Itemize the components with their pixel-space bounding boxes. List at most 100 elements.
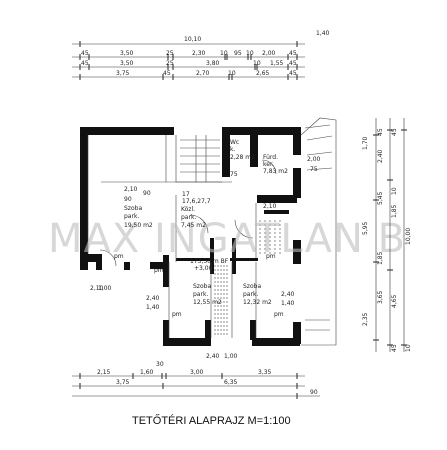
svg-text:park.: park. bbox=[124, 213, 139, 220]
room-szoba-3: Szoba park. 12,32 m2 2,40 1,40 bbox=[243, 283, 295, 307]
svg-text:Fürd.: Fürd. bbox=[263, 154, 278, 161]
svg-text:2,15: 2,15 bbox=[97, 369, 111, 376]
pm-label-5: pm bbox=[274, 311, 284, 318]
drawing-title: TETŐTÉRI ALAPRAJZ M=1:100 bbox=[132, 413, 291, 427]
room-szoba-2: Szoba park. 12,55 m2 2,40 1,40 bbox=[146, 283, 222, 311]
svg-text:Szoba: Szoba bbox=[193, 283, 211, 290]
svg-text:Wc: Wc bbox=[230, 139, 239, 146]
dim-r1-1: 3,50 bbox=[120, 50, 134, 57]
svg-text:park.: park. bbox=[243, 291, 258, 298]
svg-text:12,32 m2: 12,32 m2 bbox=[243, 299, 272, 306]
svg-text:7,45 m2: 7,45 m2 bbox=[181, 222, 206, 229]
dim-r3-0: 3,75 bbox=[116, 70, 130, 77]
dim-r3-2: 2,70 bbox=[196, 70, 210, 77]
svg-text:2,40: 2,40 bbox=[377, 149, 384, 163]
svg-text:45: 45 bbox=[377, 128, 384, 136]
dim-r1-5: 95 bbox=[234, 50, 242, 57]
svg-text:17: 17 bbox=[182, 191, 190, 198]
right-dimensions: 1,70 5,95 2,35 45 2,40 5,45 1,85 3,65 1,… bbox=[362, 118, 412, 352]
pm-label-3: pm bbox=[154, 267, 164, 274]
dim-r2-4: 10 bbox=[253, 60, 261, 67]
svg-text:1,40: 1,40 bbox=[281, 300, 295, 307]
bottom-dimensions: 2,15 1,60 30 3,00 3,35 3,75 6,35 90 bbox=[72, 361, 320, 399]
svg-text:45: 45 bbox=[391, 344, 398, 352]
svg-text:2,35: 2,35 bbox=[362, 312, 369, 326]
pm-label-1: pm bbox=[114, 253, 124, 260]
svg-text:ker.: ker. bbox=[263, 161, 274, 168]
svg-text:10: 10 bbox=[391, 187, 398, 195]
svg-text:2,10: 2,10 bbox=[124, 186, 138, 193]
svg-text:2,40: 2,40 bbox=[146, 295, 160, 302]
dim-r3-3: 10 bbox=[228, 70, 236, 77]
svg-text:1,85: 1,85 bbox=[377, 251, 384, 265]
svg-text:Közl.: Közl. bbox=[181, 206, 195, 213]
height-label: +3,00 bbox=[194, 265, 213, 272]
top-dimensions: 10,10 1,40 45 3,50 25 2,30 10 95 10 2,00… bbox=[72, 30, 330, 80]
pm-label-4: pm bbox=[172, 311, 182, 318]
dim-r3-4: 2,65 bbox=[256, 70, 270, 77]
dim-r2-5: 1,55 bbox=[270, 60, 284, 67]
dim-r2-2: 25 bbox=[166, 60, 174, 67]
dim-r3-5: 45 bbox=[289, 70, 297, 77]
dim-r1-4: 10 bbox=[220, 50, 228, 57]
dim-r2-3: 3,80 bbox=[206, 60, 220, 67]
room-wc: Wc k. 2,28 m2 75 bbox=[230, 139, 255, 178]
dim-r1-3: 2,30 bbox=[192, 50, 206, 57]
svg-text:park.: park. bbox=[193, 291, 208, 298]
svg-text:2,28 m2: 2,28 m2 bbox=[230, 154, 255, 161]
dim-extra-width: 1,40 bbox=[316, 30, 330, 37]
svg-text:1,85: 1,85 bbox=[391, 204, 398, 218]
win-240-label: 2,40 bbox=[206, 353, 220, 360]
dim-total-width: 10,10 bbox=[184, 36, 201, 43]
walls bbox=[80, 127, 301, 346]
svg-text:6,35: 6,35 bbox=[224, 379, 238, 386]
svg-text:3,65: 3,65 bbox=[377, 290, 384, 304]
svg-text:90: 90 bbox=[310, 389, 318, 396]
svg-text:3,75: 3,75 bbox=[116, 379, 130, 386]
svg-text:1,60: 1,60 bbox=[140, 369, 154, 376]
watermark-text: MAX INGATLAN B bbox=[48, 216, 406, 262]
svg-text:1,70: 1,70 bbox=[362, 136, 369, 150]
svg-text:7,83 m2: 7,83 m2 bbox=[263, 168, 288, 175]
dim-r1-2: 25 bbox=[166, 50, 174, 57]
dim-r1-8: 45 bbox=[289, 50, 297, 57]
dim-r2-1: 3,50 bbox=[120, 60, 134, 67]
svg-text:1,40: 1,40 bbox=[146, 304, 160, 311]
svg-text:park.: park. bbox=[181, 214, 196, 221]
win-100-label: 1,00 bbox=[224, 353, 238, 360]
dim-r1-7: 2,00 bbox=[262, 50, 276, 57]
win-90-label: 90 bbox=[143, 190, 151, 197]
svg-text:5,95: 5,95 bbox=[362, 221, 369, 235]
svg-text:3,35: 3,35 bbox=[258, 369, 272, 376]
svg-text:30: 30 bbox=[156, 361, 164, 368]
svg-text:5,45: 5,45 bbox=[377, 191, 384, 205]
svg-text:k.: k. bbox=[230, 146, 235, 153]
svg-text:19,50 m2: 19,50 m2 bbox=[124, 222, 153, 229]
svg-text:10: 10 bbox=[405, 344, 412, 352]
room-kozl: 17 17,6,27,7 Közl. park. 7,45 m2 bbox=[181, 191, 211, 229]
svg-text:12,55 m2: 12,55 m2 bbox=[193, 299, 222, 306]
dim-r3-1: 45 bbox=[163, 70, 171, 77]
dim-r2-6: 45 bbox=[289, 60, 297, 67]
win-left-a: 2,10 bbox=[90, 285, 104, 292]
win-210-label: 2,10 bbox=[263, 203, 277, 210]
room-szoba-1: 2,10 90 Szoba park. 19,50 m2 bbox=[124, 186, 153, 229]
svg-text:90: 90 bbox=[124, 196, 132, 203]
svg-text:17,6,27,7: 17,6,27,7 bbox=[182, 198, 211, 205]
svg-text:Szoba: Szoba bbox=[243, 283, 261, 290]
dim-r2-0: 45 bbox=[81, 60, 89, 67]
svg-text:75: 75 bbox=[310, 166, 318, 173]
svg-text:45: 45 bbox=[391, 128, 398, 136]
svg-text:Szoba: Szoba bbox=[124, 205, 142, 212]
room-furdo: Fürd. ker. 7,83 m2 2,00 75 bbox=[263, 154, 321, 175]
svg-text:75: 75 bbox=[230, 171, 238, 178]
win-left-b: 1,00 bbox=[98, 285, 112, 292]
thin-lines bbox=[87, 117, 337, 346]
annotations: 173,50 m BF +3,00 pm pm pm 90 2,10 2,40 … bbox=[90, 190, 284, 360]
svg-text:10,00: 10,00 bbox=[405, 228, 412, 245]
svg-text:2,40: 2,40 bbox=[281, 291, 295, 298]
dim-r1-6: 10 bbox=[246, 50, 254, 57]
total-area-label: 173,50 m BF bbox=[190, 258, 229, 265]
svg-text:4,65: 4,65 bbox=[391, 294, 398, 308]
